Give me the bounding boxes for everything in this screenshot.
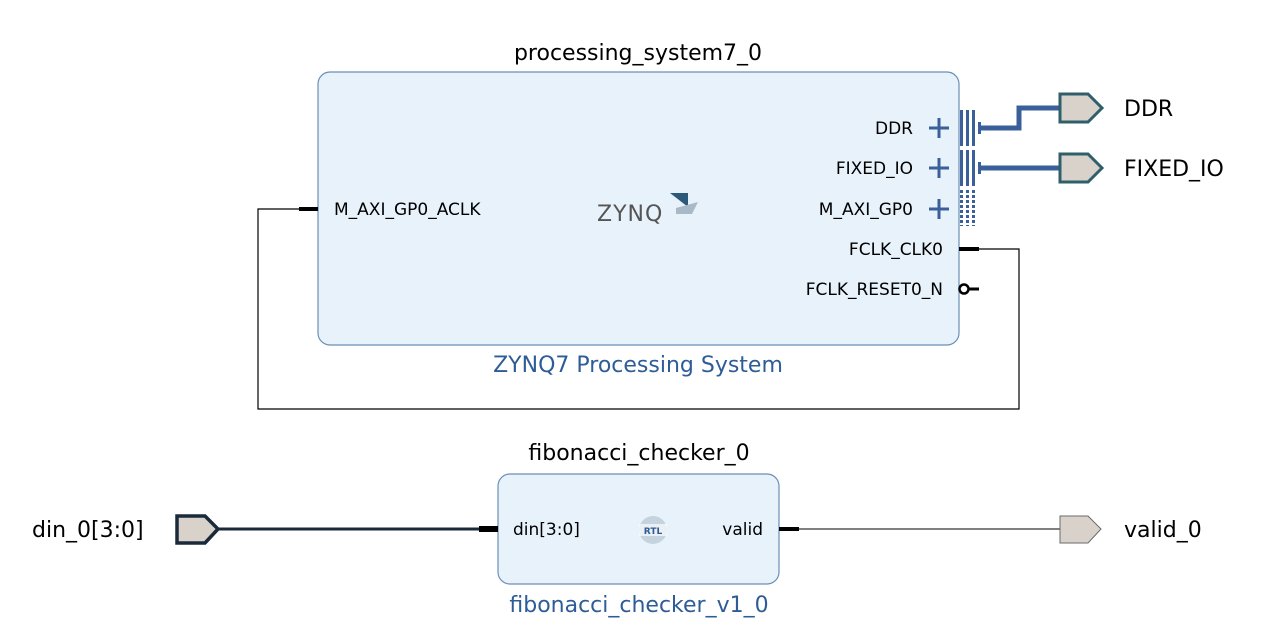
pin-label-fclk-clk0: FCLK_CLK0	[849, 240, 943, 260]
pin-label-din: din[3:0]	[513, 520, 580, 540]
pin-label-valid: valid	[722, 520, 763, 540]
port-valid-shape[interactable]	[1059, 515, 1102, 544]
svg-text:ZYNQ: ZYNQ	[597, 202, 663, 227]
pin-label-fixed-io: FIXED_IO	[836, 159, 913, 179]
expand-ddr-icon[interactable]	[929, 118, 949, 138]
port-label-fixed-io: FIXED_IO	[1124, 157, 1224, 182]
bus-connector-fixed-io[interactable]	[960, 150, 981, 186]
port-ddr-shape[interactable]	[1058, 92, 1105, 124]
pin-label-fclk-reset0-n: FCLK_RESET0_N	[806, 280, 943, 300]
pin-label-m-axi-gp0-aclk: M_AXI_GP0_ACLK	[334, 200, 481, 220]
ps7-ip-name: ZYNQ7 Processing System	[493, 353, 783, 378]
port-label-valid: valid_0	[1124, 518, 1202, 543]
bus-connector-ddr[interactable]	[960, 110, 981, 146]
port-din-shape[interactable]	[175, 514, 221, 545]
rtl-logo-icon: RTL	[639, 516, 667, 544]
expand-m-axi-gp0-icon[interactable]	[929, 199, 949, 219]
fib-instance-name[interactable]: fibonacci_checker_0	[528, 441, 749, 466]
ps7-instance-name[interactable]: processing_system7_0	[514, 41, 762, 66]
pin-label-m-axi-gp0: M_AXI_GP0	[819, 200, 913, 220]
expand-fixed-io-icon[interactable]	[929, 158, 949, 178]
port-label-ddr: DDR	[1124, 97, 1173, 122]
zynq-logo-swoosh-icon	[676, 202, 698, 214]
port-label-din: din_0[3:0]	[32, 518, 144, 543]
pin-stub-fclk-reset0-n[interactable]	[958, 283, 980, 295]
svg-text:RTL: RTL	[644, 527, 663, 537]
fib-ip-name: fibonacci_checker_v1_0	[509, 593, 768, 618]
net-fclk-clk0[interactable]	[257, 208, 1020, 410]
bus-connector-m-axi-gp0[interactable]	[960, 190, 975, 226]
pin-label-ddr: DDR	[875, 119, 913, 139]
net-ddr[interactable]	[981, 105, 1060, 131]
port-fixed-io-shape[interactable]	[1058, 152, 1105, 184]
zynq-logo-mark-icon	[670, 193, 688, 207]
zynq-logo: ZYNQ	[597, 193, 698, 227]
